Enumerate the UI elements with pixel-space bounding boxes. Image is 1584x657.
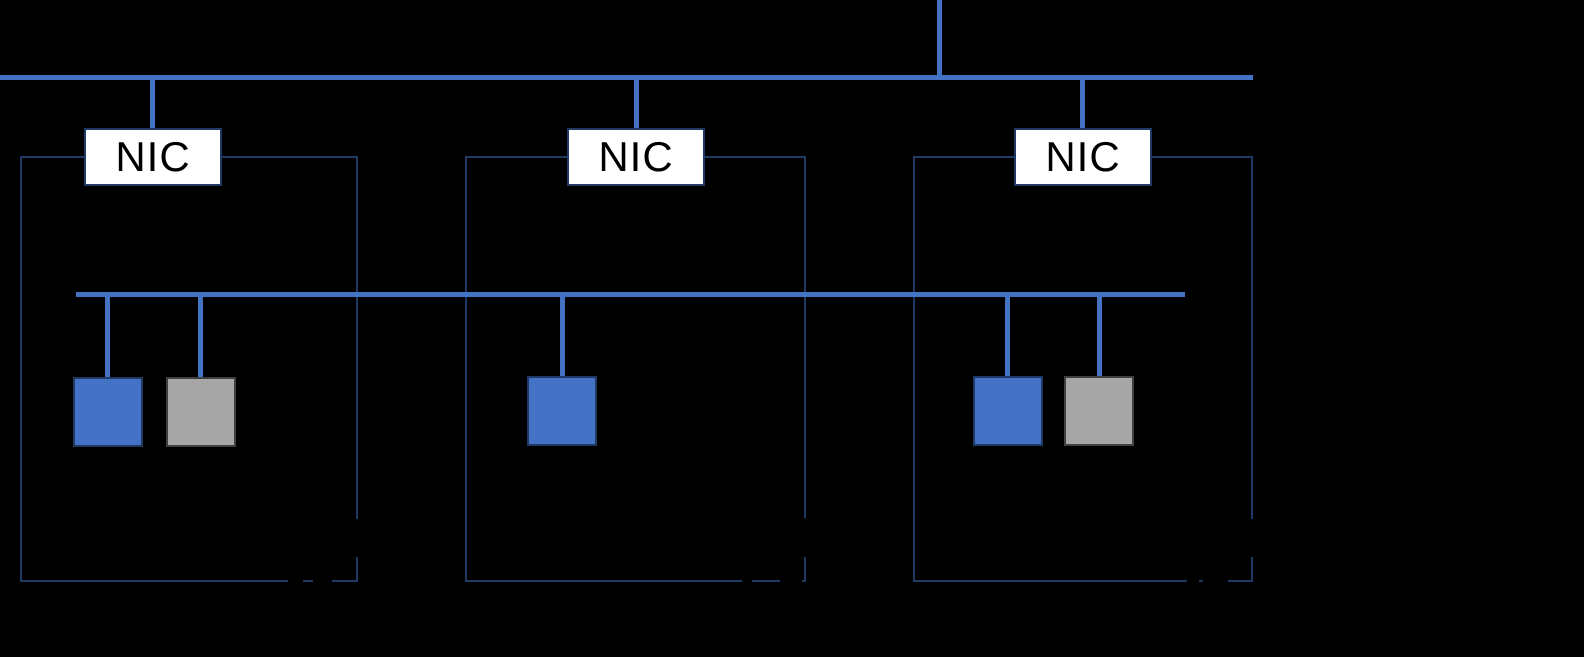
vm-square-gray-host3 [1064,376,1134,446]
vm-square-gray-host1 [166,377,236,447]
label-mask-host2-right [801,518,809,557]
label-mask-host3-right [1248,519,1256,557]
nic-connector-line-2 [634,80,639,129]
nic-label-3: NIC [1045,133,1121,180]
vm-connector-line-3a [1005,297,1010,376]
uplink-connector-line [937,0,942,75]
label-mask-host2-bottom-a [742,578,752,586]
vm-connector-line-1a [105,297,110,377]
nic-connector-line-3 [1080,80,1085,129]
host-box-1 [20,156,358,582]
label-mask-host2-bottom-b [780,578,802,586]
physical-network-bus-line [0,75,1253,80]
nic-box-3: NIC [1014,128,1152,186]
vm-square-blue-host1 [73,377,143,447]
vm-connector-line-3b [1097,297,1102,376]
virtual-network-bus-line [76,292,1185,297]
host-box-3 [913,156,1253,582]
vm-connector-line-1b [198,297,203,377]
vm-connector-line-2a [560,297,565,376]
nic-box-2: NIC [567,128,705,186]
label-mask-host1-bottom-b [313,578,332,586]
nic-connector-line-1 [150,80,155,129]
nic-box-1: NIC [84,128,222,186]
label-mask-host3-bottom-a [1187,578,1199,586]
vm-square-blue-host2 [527,376,597,446]
host-box-2 [465,156,806,582]
label-mask-host1-right [353,519,361,557]
nic-label-1: NIC [115,133,191,180]
nic-label-2: NIC [598,133,674,180]
vm-square-blue-host3 [973,376,1043,446]
label-mask-host1-bottom-a [288,578,303,586]
label-mask-host3-bottom-b [1203,578,1228,586]
